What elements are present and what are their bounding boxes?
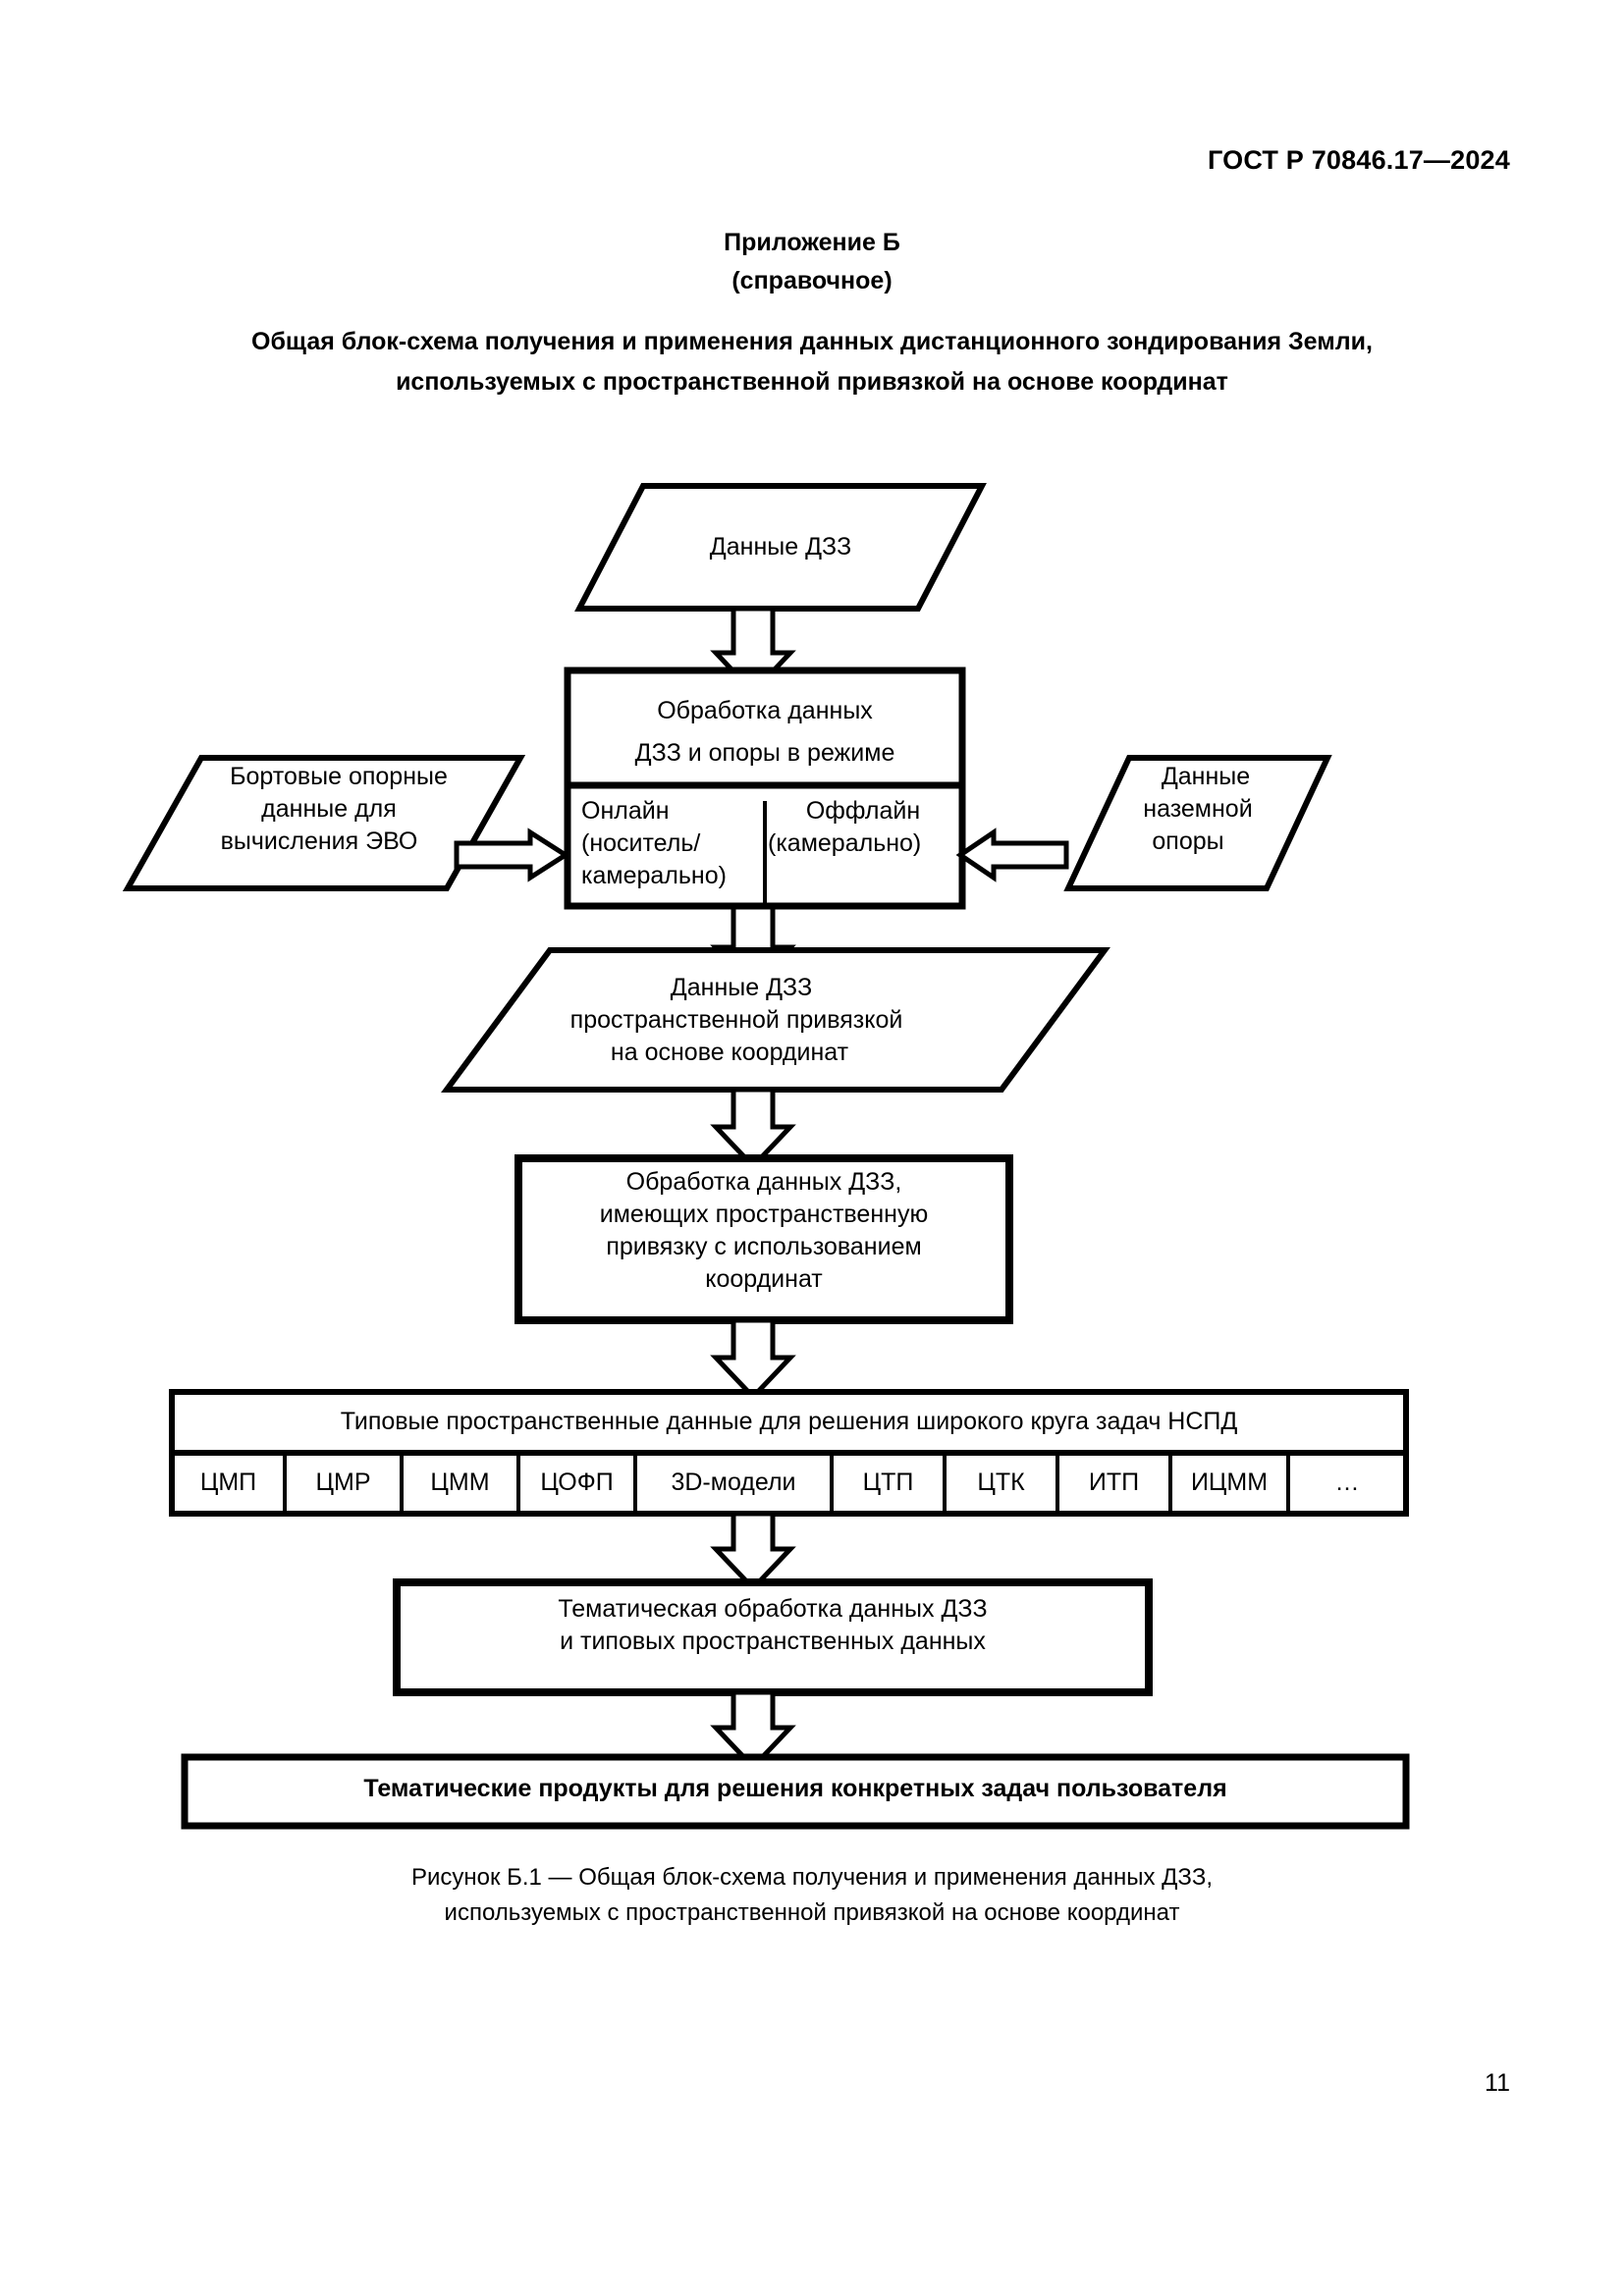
shape-thematic-products [181, 1753, 1410, 1830]
shape-georef-processing [514, 1154, 1013, 1324]
figure-caption: Рисунок Б.1 — Общая блок-схема получения… [223, 1860, 1401, 1931]
arrow-left-ground [955, 828, 1069, 882]
shape-data-rs [574, 483, 987, 612]
appendix-heading: Приложение Б (справочное) [0, 224, 1624, 300]
arrow-down-5 [710, 1511, 796, 1592]
figure-caption-line1: Рисунок Б.1 — Общая блок-схема получения… [410, 1864, 1214, 1891]
page-number: 11 [1485, 2069, 1510, 2097]
page-title: Общая блок-схема получения и применения … [125, 322, 1499, 402]
shape-ground-support [1063, 755, 1332, 891]
arrow-down-6 [710, 1689, 796, 1771]
shape-typical-data-cells-row [169, 1450, 1409, 1517]
document-standard-id: ГОСТ Р 70846.17—2024 [1208, 145, 1510, 175]
page-title-line2: используемых с пространственной привязко… [396, 368, 1228, 396]
page-title-line1: Общая блок-схема получения и применения … [251, 328, 1373, 355]
shape-onboard-support [122, 755, 526, 891]
arrow-right-onboard [454, 828, 570, 882]
shape-typical-data-header [169, 1389, 1409, 1456]
appendix-title: Приложение Б [724, 229, 900, 256]
arrow-down-3 [710, 1087, 796, 1170]
appendix-subtitle: (справочное) [731, 267, 893, 294]
figure-caption-line2: используемых с пространственной привязко… [444, 1899, 1180, 1926]
arrow-down-4 [710, 1317, 796, 1401]
shape-thematic-processing [393, 1578, 1153, 1696]
shape-georef-data [441, 947, 1110, 1093]
